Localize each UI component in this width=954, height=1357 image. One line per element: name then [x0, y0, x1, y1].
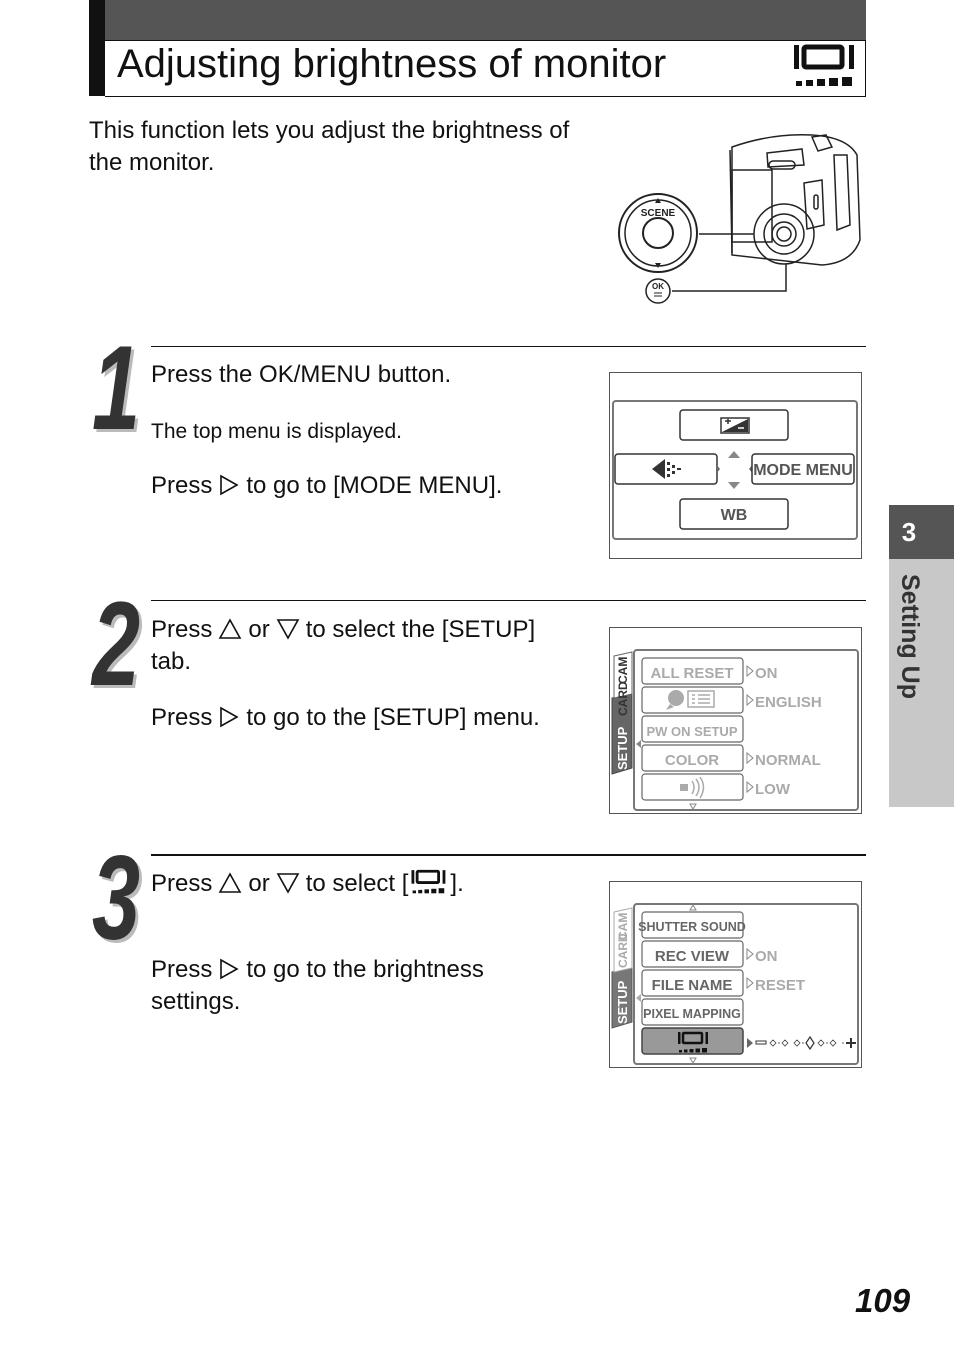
menu-row-pw-on-setup[interactable]: PW ON SETUP — [641, 715, 744, 743]
tab-card[interactable]: CARD — [616, 681, 630, 716]
lcd-setup-menu-2: SETUP CARD CAM SHUTTER SOUND REC VIEW ON… — [609, 881, 862, 1068]
chapter-label: Setting Up — [896, 574, 924, 699]
step-3-press-post: to go to the brightness — [246, 956, 484, 983]
step-1-note: The top menu is displayed. — [151, 420, 402, 443]
tab-cam[interactable]: CAM — [616, 657, 630, 684]
language-icon — [666, 690, 715, 710]
svg-text:FILE NAME: FILE NAME — [652, 977, 733, 994]
step-3-number: 3 — [92, 831, 141, 965]
page-title: Adjusting brightness of monitor — [117, 42, 667, 86]
step-1-instruction: Press the OK/MENU button. — [151, 361, 452, 388]
menu-row-pixel-mapping[interactable]: PIXEL MAPPING — [641, 998, 744, 1026]
step-2-number: 2 — [92, 577, 141, 711]
dial-scene-label: SCENE — [641, 208, 676, 219]
ok-button-label: OK — [652, 282, 664, 291]
svg-text:ON: ON — [755, 948, 778, 965]
brightness-slider[interactable] — [755, 1035, 856, 1051]
svg-text:PIXEL MAPPING: PIXEL MAPPING — [643, 1007, 741, 1021]
header-left-block — [89, 0, 105, 96]
step-1-instruction-2: Press to go to [MODE MENU]. — [151, 470, 502, 502]
svg-text:ON: ON — [755, 665, 778, 682]
svg-text:REC VIEW: REC VIEW — [655, 948, 730, 965]
step-1-press: Press — [151, 472, 213, 499]
step-3-press-2: Press — [151, 956, 213, 983]
menu-row-all-reset[interactable]: ALL RESET ON — [641, 657, 778, 685]
chapter-number: 3 — [901, 517, 917, 547]
svg-text:ALL RESET: ALL RESET — [650, 665, 733, 682]
chapter-number-box — [889, 505, 954, 559]
step-2-rule — [151, 600, 866, 601]
svg-text:RESET: RESET — [755, 977, 805, 994]
right-arrow-icon — [220, 474, 239, 496]
step-1-rule — [151, 346, 866, 347]
step-3-instruction-cont: settings. — [151, 988, 241, 1015]
down-arrow-icon — [276, 619, 300, 640]
down-arrow-icon — [276, 873, 300, 894]
tab-setup[interactable]: SETUP — [615, 726, 630, 770]
step-2-press-2: Press — [151, 704, 213, 731]
svg-text:PW ON SETUP: PW ON SETUP — [646, 724, 737, 739]
step-3-press: Press — [151, 870, 213, 897]
quality-icon — [652, 459, 681, 479]
svg-text:COLOR: COLOR — [665, 752, 719, 769]
svg-text:NORMAL: NORMAL — [755, 752, 821, 769]
step-2-or: or — [248, 616, 270, 643]
menu-row-language[interactable]: ENGLISH — [641, 686, 822, 714]
step-2-instruction-2: Press to go to the [SETUP] menu. — [151, 702, 540, 734]
tab-cam[interactable]: CAM — [616, 913, 630, 940]
step-3-select: to select [ — [305, 870, 409, 897]
step-2-instruction: Press or to select the [SETUP] — [151, 614, 535, 646]
menu-row-shutter-sound[interactable]: SHUTTER SOUND — [638, 911, 746, 939]
header-bar — [89, 0, 866, 40]
up-arrow-icon — [218, 618, 242, 639]
step-2-press: Press — [151, 616, 213, 643]
monitor-brightness-icon — [678, 1031, 708, 1053]
up-arrow-icon — [218, 872, 242, 893]
svg-text:ENGLISH: ENGLISH — [755, 694, 822, 711]
step-2-select: to select the [SETUP] — [305, 616, 536, 643]
lcd-setup-menu: SETUP CARD CAM ALL RESET ON ENGLISH PW O… — [609, 627, 862, 814]
tab-card[interactable]: CARD — [616, 933, 630, 968]
right-arrow-icon — [220, 958, 239, 980]
sound-icon — [680, 776, 705, 799]
header-title-box — [105, 40, 866, 97]
step-3-rule — [151, 854, 866, 856]
step-2-instruction-cont: tab. — [151, 648, 192, 675]
page-number: 109 — [855, 1282, 911, 1319]
menu-row-rec-view[interactable]: REC VIEW ON — [641, 940, 778, 968]
menu-row-file-name[interactable]: FILE NAME RESET — [641, 969, 805, 997]
monitor-brightness-icon — [794, 44, 854, 86]
tab-setup[interactable]: SETUP — [615, 980, 630, 1024]
svg-text:SHUTTER SOUND: SHUTTER SOUND — [638, 920, 746, 934]
monitor-brightness-icon — [411, 869, 446, 894]
lcd-top-menu: MODE MENU WB — [609, 372, 862, 559]
menu-mode-menu[interactable]: MODE MENU — [753, 462, 853, 479]
step-3-instruction: Press or to select [ ]. — [151, 868, 464, 900]
menu-row-monitor-brightness[interactable] — [641, 1027, 856, 1055]
step-3-instruction-2: Press to go to the brightness — [151, 954, 484, 986]
menu-row-sound[interactable]: LOW — [641, 773, 791, 801]
step-2-press-post: to go to the [SETUP] menu. — [246, 704, 540, 731]
svg-text:LOW: LOW — [755, 781, 791, 798]
intro-text: This function lets you adjust the bright… — [89, 117, 570, 176]
camera-illustration: SCENE OK — [618, 134, 861, 304]
right-arrow-icon — [220, 706, 239, 728]
menu-wb[interactable]: WB — [721, 507, 748, 524]
step-1-number: 1 — [92, 321, 141, 455]
menu-row-color[interactable]: COLOR NORMAL — [641, 744, 821, 772]
step-3-select-end: ]. — [450, 870, 464, 897]
exposure-compensation-icon — [720, 417, 750, 434]
step-1-press-post: to go to [MODE MENU]. — [246, 472, 503, 499]
step-3-or: or — [248, 870, 270, 897]
